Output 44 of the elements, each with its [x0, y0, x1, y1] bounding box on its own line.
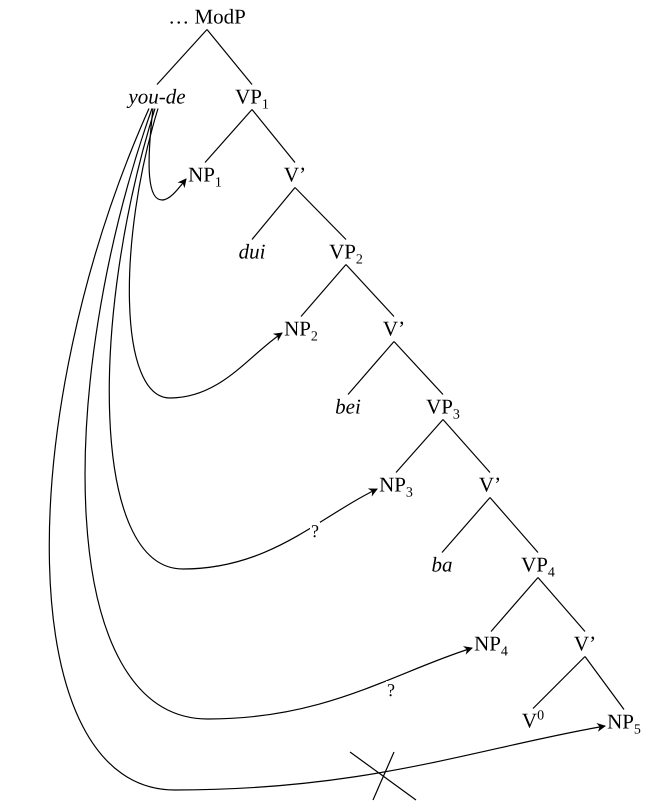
category-label: VP$_{1}$ [235, 86, 269, 108]
word-label: dui [238, 242, 266, 262]
tree-branch [394, 341, 444, 395]
edge-label: ? [386, 681, 396, 699]
word-label: you-de [128, 86, 186, 108]
tree-branch [252, 187, 296, 240]
category-label: NP$_{5}$ [607, 712, 641, 732]
tree-branch [252, 109, 296, 163]
movement-arrow [84, 108, 473, 720]
category-label: VP$_{3}$ [426, 396, 460, 418]
category-label: VP$_{4}$ [521, 554, 555, 576]
word-label: bei [335, 396, 361, 418]
tree-branch [532, 656, 586, 709]
category-label: VP$_{2}$ [329, 242, 363, 262]
category-label: V’ [284, 164, 306, 186]
tree-branch [204, 109, 252, 163]
movement-arrow [49, 108, 606, 791]
category-label: V$^{0}$ [522, 710, 544, 732]
tree-branch [442, 497, 490, 553]
tree-branch [300, 264, 346, 317]
category-label: NP$_{3}$ [379, 474, 413, 496]
category-label: … ModP [168, 6, 246, 28]
edge-label: ? [310, 522, 320, 540]
tree-branch [294, 187, 346, 240]
tree-branch [346, 264, 394, 317]
tree-branch [538, 577, 586, 632]
tree-branch [490, 577, 538, 632]
category-label: NP$_{1}$ [188, 164, 222, 186]
category-label: NP$_{2}$ [284, 318, 318, 340]
tree-branch [442, 419, 490, 473]
category-label: V’ [382, 318, 406, 340]
category-label: V’ [574, 634, 596, 654]
tree-branch [490, 497, 538, 553]
category-label: NP$_{4}$ [474, 634, 508, 654]
tree-branch [396, 419, 444, 473]
tree-branch [584, 656, 624, 710]
tree-branch [206, 29, 252, 85]
movement-arrow [128, 108, 283, 399]
tree-branch [156, 29, 208, 85]
tree-branch [348, 341, 394, 395]
movement-arrow [148, 108, 187, 201]
movement-arrow [109, 108, 378, 570]
category-label: V’ [478, 474, 502, 496]
word-label: ba [432, 554, 452, 576]
